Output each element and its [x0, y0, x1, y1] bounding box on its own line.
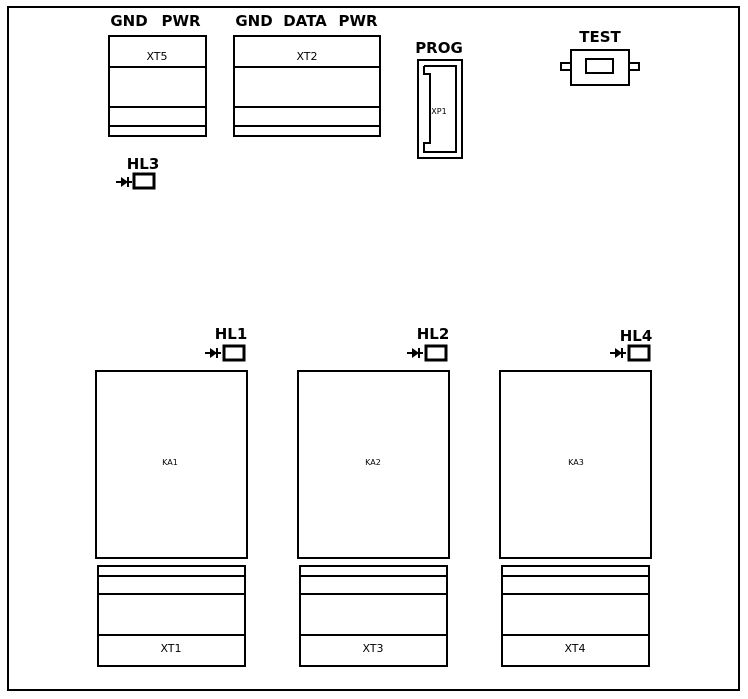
diode-icon — [407, 348, 423, 358]
ka2-ref: KA2 — [365, 458, 381, 467]
relay-ka3: KA3 — [499, 370, 652, 559]
xt2-ref: XT2 — [296, 50, 317, 63]
xt5-label-pwr: PWR — [161, 12, 201, 30]
test-button-label: TEST — [579, 28, 621, 46]
relay-ka1: KA1 — [95, 370, 248, 559]
hl1-label: HL1 — [215, 325, 248, 343]
connector-xt3: XT3 — [299, 565, 448, 667]
connector-xt2: GND DATA PWR XT2 — [233, 12, 381, 137]
xt2-label-pwr: PWR — [338, 12, 378, 30]
ka3-ref: KA3 — [568, 458, 584, 467]
xt1-ref: XT1 — [160, 642, 181, 655]
led-hl1: HL1 — [205, 325, 248, 362]
xp1-label: PROG — [415, 39, 463, 57]
connector-xt5: GND PWR XT5 — [108, 12, 207, 137]
connector-xt4: XT4 — [501, 565, 650, 667]
diode-icon — [205, 348, 221, 358]
xt3-ref: XT3 — [362, 642, 383, 655]
xt5-ref: XT5 — [146, 50, 167, 63]
board-outline — [7, 6, 740, 691]
led-hl3: HL3 — [116, 155, 160, 190]
led-hl4: HL4 — [610, 327, 653, 362]
connector-xt1: XT1 — [97, 565, 246, 667]
test-button: TEST — [560, 28, 640, 86]
relay-ka2: KA2 — [297, 370, 450, 559]
xt4-ref: XT4 — [564, 642, 585, 655]
xt2-label-data: DATA — [283, 12, 327, 30]
hl2-label: HL2 — [417, 325, 450, 343]
connector-xp1: PROG XP1 — [415, 39, 463, 159]
xt2-label-gnd: GND — [235, 12, 272, 30]
hl4-label: HL4 — [620, 327, 653, 345]
ka1-ref: KA1 — [162, 458, 178, 467]
diode-icon — [610, 348, 626, 358]
xt5-label-gnd: GND — [110, 12, 147, 30]
led-hl2: HL2 — [407, 325, 450, 362]
xp1-ref: XP1 — [431, 107, 446, 116]
hl3-label: HL3 — [127, 155, 160, 173]
diode-icon — [116, 177, 132, 187]
